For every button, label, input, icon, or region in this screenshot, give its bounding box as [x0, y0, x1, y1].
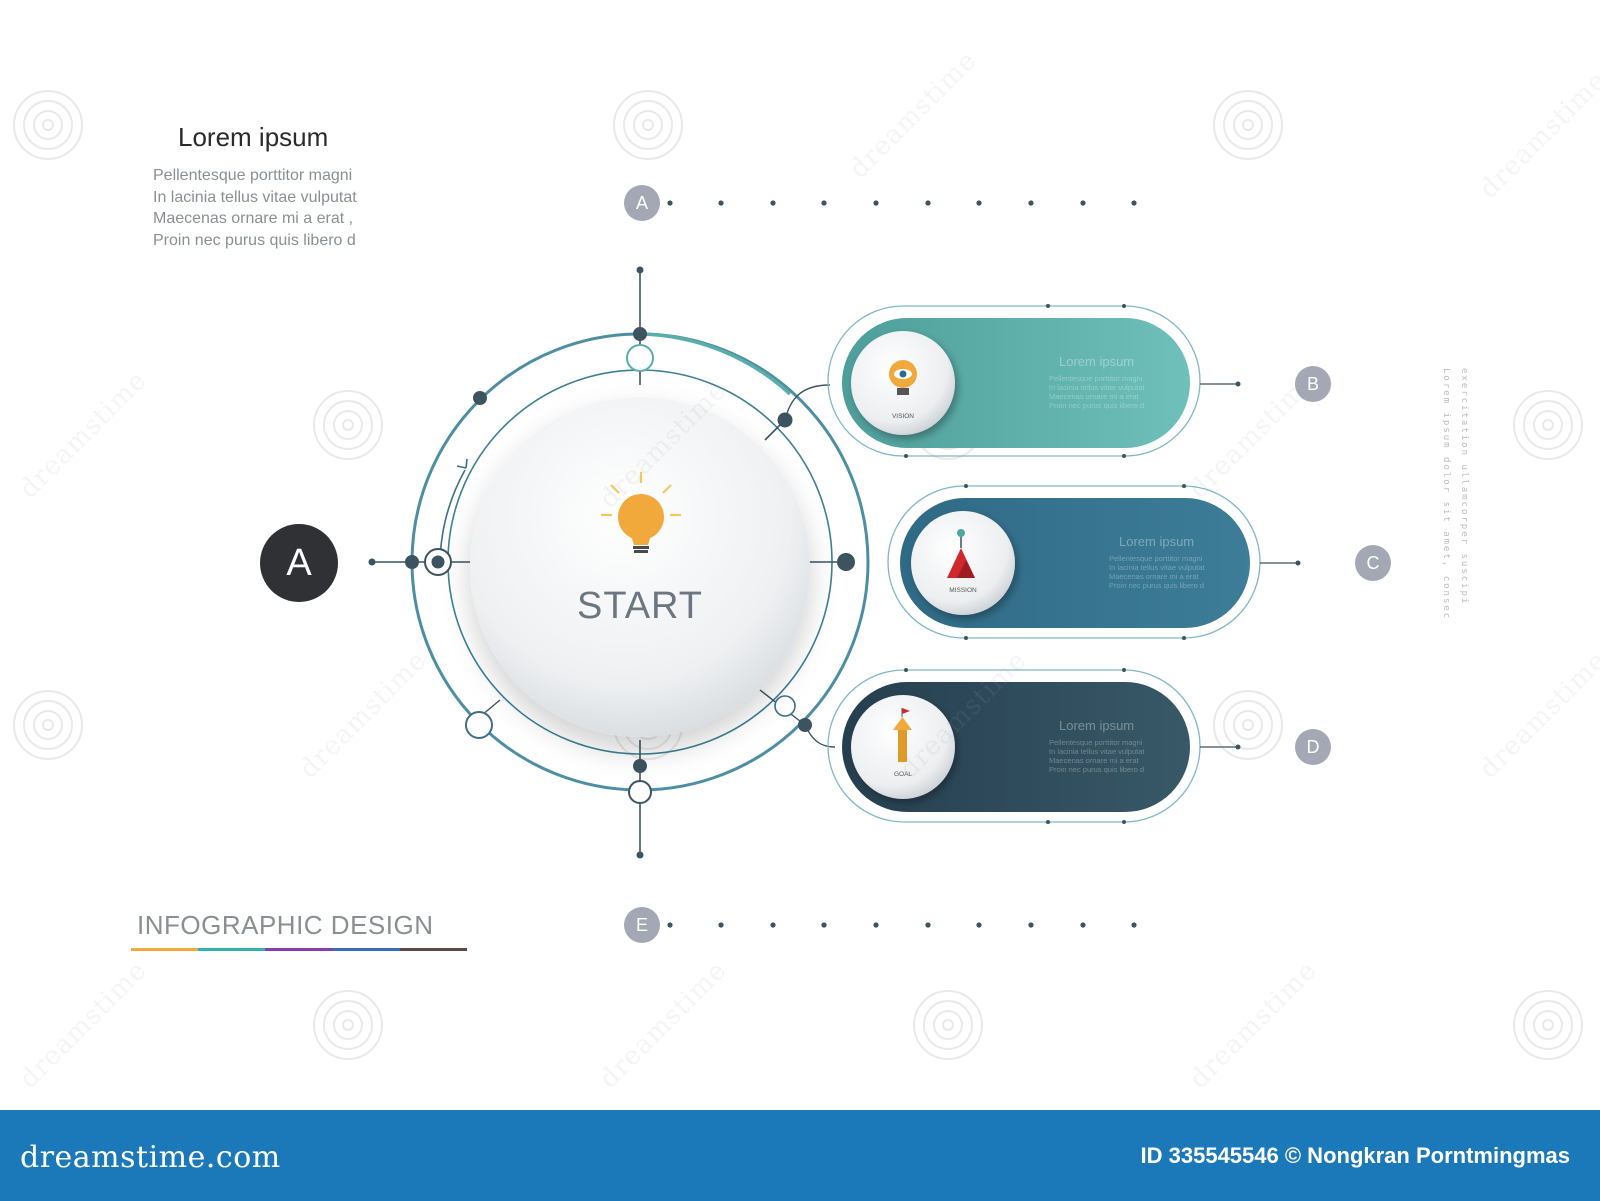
step-line: Maecenas ornare mi a erat	[1049, 392, 1139, 401]
step-line: Pellentesque porttitor magni	[1049, 374, 1143, 383]
intro-line: In lacinia tellus vitae vulputat	[153, 188, 357, 206]
infographic-canvas: Lorem ipsum Pellentesque porttitor magni…	[13, 45, 1600, 1095]
start-label: START	[576, 585, 704, 627]
pill-arrow-ticks	[904, 304, 1186, 824]
image-credit: ID 335545546 © Nongkran Porntmingmas	[1140, 1143, 1570, 1168]
step-d-text: Pellentesque porttitor magni In lacinia …	[1049, 738, 1144, 774]
step-d-title: Lorem ipsum	[1059, 718, 1135, 733]
vision-lightbulb-eye-icon	[889, 360, 917, 395]
step-line: Maecenas ornare mi a erat	[1049, 756, 1139, 765]
intro-title: Lorem ipsum	[178, 122, 329, 152]
timeline-bottom-dots	[667, 922, 1137, 928]
rule-segment	[332, 948, 400, 951]
timeline-top-badge: A	[624, 185, 660, 221]
step-d-badge: D	[1295, 729, 1331, 765]
start-badge: A	[260, 524, 338, 602]
diagram-graphics	[13, 90, 1583, 1060]
step-b-badge: B	[1295, 366, 1331, 402]
ring-nodes	[368, 266, 855, 859]
step-line: In lacinia tellus vitae vulputat	[1109, 563, 1205, 572]
rule-segment	[265, 948, 333, 951]
step-line: Maecenas ornare mi a erat	[1109, 572, 1199, 581]
side-text-col2: exercitation ullamcorper suscipi	[1459, 368, 1469, 606]
step-b-pill	[827, 305, 1241, 457]
timeline-bottom-badge: E	[624, 907, 660, 943]
color-rule	[131, 948, 468, 952]
mission-mountain-icon	[947, 529, 975, 578]
timeline-top-dots	[667, 200, 1137, 206]
step-line: Pellentesque porttitor magni	[1109, 554, 1203, 563]
lightbulb-icon	[601, 472, 681, 553]
step-line: In lacinia tellus vitae vulputat	[1049, 747, 1145, 756]
rule-segment	[399, 948, 468, 951]
step-line: Proin nec purus quis libero d	[1049, 765, 1145, 774]
intro-paragraph: Pellentesque porttitor magni In lacinia …	[153, 165, 413, 251]
step-b-text: Pellentesque porttitor magni In lacinia …	[1049, 374, 1144, 410]
step-c-pill	[887, 485, 1301, 639]
watermark-footer-bar: dreamstime.com ID 335545546 © Nongkran P…	[0, 1110, 1600, 1201]
mission-label: MISSION	[949, 587, 977, 594]
intro-line: Pellentesque porttitor magni	[153, 167, 353, 184]
dreamstime-logo: dreamstime.com	[20, 1140, 281, 1175]
step-c-badge: C	[1355, 545, 1391, 581]
step-line: Proin nec purus quis libero d	[1109, 581, 1205, 590]
step-d-pill	[827, 669, 1241, 823]
side-text-col1: Lorem ipsum dolor sit amet, consec	[1441, 368, 1451, 621]
step-c-text: Pellentesque porttitor magni In lacinia …	[1109, 554, 1204, 590]
rule-segment	[198, 948, 266, 951]
goal-arrow-flag-icon	[893, 708, 912, 762]
step-line: Pellentesque porttitor magni	[1049, 738, 1143, 747]
vision-label: VISION	[891, 413, 915, 420]
start-disc	[470, 397, 810, 737]
rule-segment	[131, 948, 199, 951]
intro-line: Maecenas ornare mi a erat ,	[153, 210, 354, 227]
step-b-title: Lorem ipsum	[1059, 354, 1135, 369]
intro-line: Proin nec purus quis libero d	[153, 231, 356, 249]
step-c-title: Lorem ipsum	[1119, 534, 1195, 549]
infographic-title: INFOGRAPHIC DESIGN	[137, 910, 434, 940]
step-line: Proin nec purus quis libero d	[1049, 401, 1145, 410]
goal-label: GOAL	[893, 771, 913, 778]
step-line: In lacinia tellus vitae vulputat	[1049, 383, 1145, 392]
